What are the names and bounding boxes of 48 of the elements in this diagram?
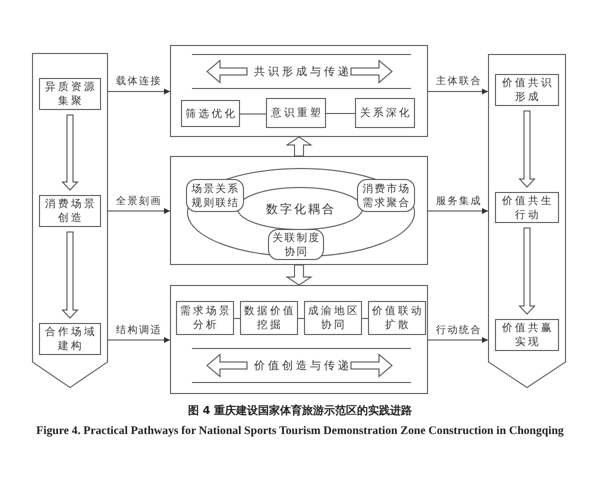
edge-label: 主体联合 xyxy=(436,75,482,88)
connector-line xyxy=(326,113,356,114)
block-arrow xyxy=(285,136,313,156)
figure-caption: Figure 4. Practical Pathways for National Sports Tourism Demonstration Zone Construction in Chongqing xyxy=(35,423,565,438)
process-box: 数据价值挖掘 xyxy=(240,301,298,335)
pentagon-column xyxy=(32,53,108,388)
arrow xyxy=(428,208,488,214)
connector-line xyxy=(234,318,240,319)
block-arrow xyxy=(518,110,536,188)
process-box: 价值联动扩散 xyxy=(368,301,426,335)
connector-line xyxy=(298,318,304,319)
frame-panel xyxy=(170,156,428,265)
process-box: 意识重塑 xyxy=(266,98,326,128)
process-box: 价值共识形成 xyxy=(495,74,559,106)
process-box: 合作场域建构 xyxy=(39,323,101,355)
frame-panel xyxy=(170,285,428,394)
edge-label: 载体连接 xyxy=(116,75,162,88)
rounded-box: 关联制度协同 xyxy=(268,229,324,260)
edge-label: 结构调适 xyxy=(116,324,162,336)
arrow xyxy=(428,337,488,343)
process-box: 消费场景创造 xyxy=(39,195,101,227)
connector-line xyxy=(362,318,368,319)
block-arrow xyxy=(518,228,536,315)
block-arrow xyxy=(285,264,313,286)
frame-panel xyxy=(170,45,428,137)
arrow xyxy=(108,208,170,214)
process-box: 关系深化 xyxy=(355,98,415,128)
arrow xyxy=(108,88,170,94)
edge-label: 服务集成 xyxy=(436,194,482,208)
block-arrow xyxy=(61,114,79,191)
process-box: 价值共生行动 xyxy=(495,192,559,223)
edge-label: 行动统合 xyxy=(436,324,482,336)
figure-caption: 图 4 重庆建设国家体育旅游示范区的实践进路 xyxy=(186,403,414,419)
block-arrow xyxy=(61,232,79,319)
process-box: 异质资源集聚 xyxy=(39,78,101,110)
flow-band: 价值创造与传递 xyxy=(192,348,411,383)
process-box: 筛选优化 xyxy=(181,100,240,127)
edge-label: 全景刻画 xyxy=(116,194,162,208)
center-ellipse: 数字化耦合 xyxy=(237,187,363,230)
pentagon-column xyxy=(488,54,566,388)
arrow xyxy=(108,337,170,343)
flow-band: 共识形成与传递 xyxy=(192,54,411,89)
process-box: 需求场景分析 xyxy=(176,301,234,335)
rounded-box: 消费市场需求聚合 xyxy=(357,179,415,212)
process-box: 价值共赢实现 xyxy=(495,319,559,351)
arrow xyxy=(428,88,488,94)
rounded-box: 场景关系规则联结 xyxy=(186,179,244,212)
process-box: 成渝地区协同 xyxy=(304,301,362,335)
